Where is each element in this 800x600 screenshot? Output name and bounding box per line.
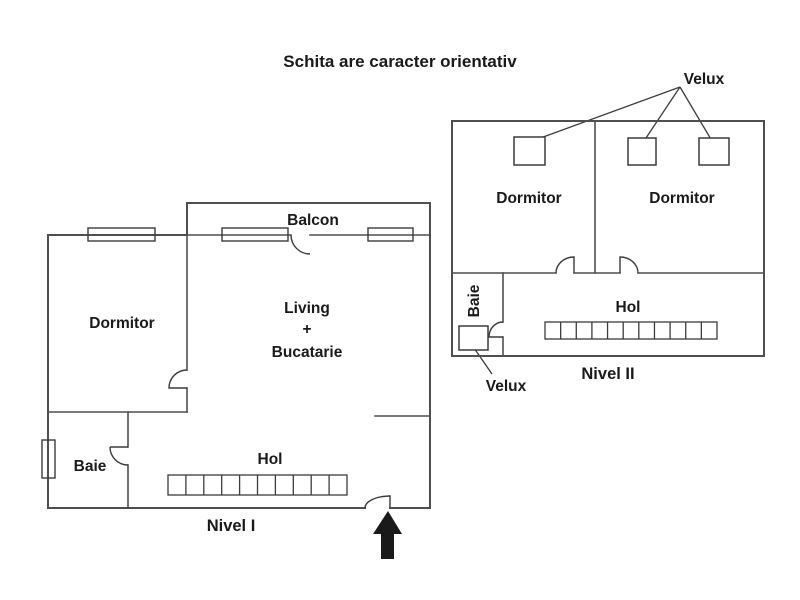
nivel1-outer-wall-right — [47, 202, 431, 509]
label-nivel1-baie: Baie — [74, 458, 107, 475]
label-nivel1-hol: Hol — [258, 451, 283, 468]
stairs-nivel2 — [544, 321, 718, 340]
door-arc-nivel2-dormitor-left — [555, 256, 575, 274]
label-nivel2-hol: Hol — [616, 299, 641, 316]
velux-pointer-line-1 — [534, 86, 681, 141]
label-nivel2-baie: Baie — [466, 284, 483, 317]
label-living-line2: + — [302, 321, 311, 338]
velux-pointer-line-3 — [679, 86, 713, 142]
velux-window-1 — [513, 136, 546, 166]
label-balcon: Balcon — [287, 212, 339, 229]
door-arc-nivel1-baie — [109, 446, 129, 466]
door-arc-nivel2-dormitor-right — [619, 256, 639, 274]
label-velux-bottom: Velux — [486, 378, 527, 395]
window-nivel1-living-right — [367, 227, 414, 242]
page-title: Schita are caracter orientativ — [283, 52, 517, 71]
label-velux-top: Velux — [684, 71, 725, 88]
nivel1-outer-wall-left — [47, 234, 366, 509]
velux-window-2 — [627, 137, 657, 166]
label-nivel1-name: Nivel I — [207, 517, 256, 535]
velux-window-baie — [458, 325, 489, 351]
entrance-arrow-icon — [373, 511, 402, 559]
window-nivel1-dormitor — [87, 227, 156, 242]
door-arc-nivel1-dormitor — [168, 369, 188, 389]
label-nivel2-name: Nivel II — [581, 365, 634, 383]
velux-pointer-line-2 — [643, 86, 681, 142]
velux-window-3 — [698, 137, 730, 166]
nivel2-outer-wall — [451, 120, 765, 357]
label-living-line3: Bucatarie — [272, 344, 343, 361]
label-nivel1-dormitor: Dormitor — [89, 315, 154, 332]
label-living-line1: Living — [284, 300, 330, 317]
label-nivel2-dormitor-right: Dormitor — [649, 190, 714, 207]
velux-pointer-line-baie — [473, 347, 493, 375]
label-nivel2-dormitor-left: Dormitor — [496, 190, 561, 207]
door-arc-nivel2-baie — [488, 321, 504, 338]
door-arc-balcon — [290, 234, 311, 255]
nivel2-plan: Velux Dormitor Dormitor Baie Hol Velux N… — [451, 71, 765, 395]
door-arc-nivel1-entrance — [364, 495, 391, 509]
window-nivel1-living-left — [221, 227, 289, 242]
nivel1-plan: Balcon Dormitor Living + Bucatarie Baie … — [41, 202, 431, 559]
window-nivel1-baie — [41, 439, 56, 479]
